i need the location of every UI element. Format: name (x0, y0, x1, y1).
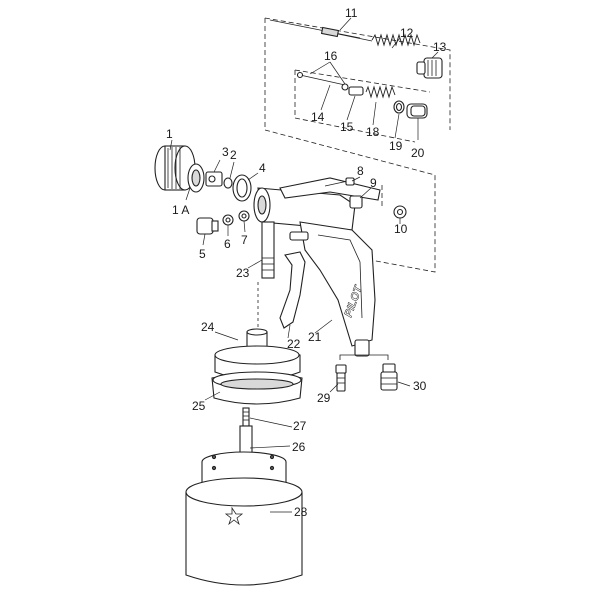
air-fittings (335, 354, 398, 392)
needle-assembly (269, 19, 443, 79)
callout-8: 8 (357, 164, 364, 178)
callout-16: 16 (324, 49, 338, 63)
callout-15: 15 (340, 120, 354, 134)
callout-2: 2 (230, 148, 237, 162)
callout-labels: 1 1 A 2 3 4 5 6 7 8 9 10 11 12 13 14 15 … (166, 6, 447, 519)
air-cap (154, 145, 196, 191)
callout-12: 12 (400, 26, 414, 40)
callout-11: 11 (345, 6, 358, 20)
cup-gasket (211, 371, 303, 405)
baffle-ring (232, 174, 252, 202)
assembly-boundary (264, 17, 451, 273)
callout-1: 1 (166, 127, 173, 141)
gun-body: PILOT (253, 177, 407, 357)
callout-3: 3 (222, 145, 229, 159)
needle-adjust-knob (416, 57, 443, 79)
callout-29: 29 (317, 391, 331, 405)
callout-26: 26 (292, 440, 306, 454)
fluid-nozzle (205, 171, 223, 187)
callout-1a: 1 A (172, 203, 189, 217)
callout-5: 5 (199, 247, 206, 261)
callout-10: 10 (394, 222, 408, 236)
callout-9: 9 (370, 176, 377, 190)
callout-20: 20 (411, 146, 425, 160)
callout-30: 30 (413, 379, 427, 393)
paint-cup (185, 451, 303, 586)
callout-6: 6 (224, 237, 231, 251)
fan-adjust-washer (238, 210, 250, 222)
callout-13: 13 (433, 40, 447, 54)
callout-22: 22 (287, 337, 301, 351)
callout-28: 28 (294, 505, 308, 519)
nozzle-washer (223, 177, 233, 189)
callout-4: 4 (259, 161, 266, 175)
air-valve-cap (406, 103, 428, 119)
leader-lines (169, 17, 439, 513)
callout-18: 18 (366, 125, 380, 139)
callout-14: 14 (311, 110, 325, 124)
fan-adjust-knob (196, 217, 219, 235)
trigger (279, 231, 309, 329)
callout-27: 27 (293, 419, 307, 433)
fan-adjust-spring (222, 214, 234, 226)
callout-21: 21 (308, 330, 322, 344)
callout-24: 24 (201, 320, 215, 334)
callout-25: 25 (192, 399, 206, 413)
callout-19: 19 (389, 139, 403, 153)
retaining-ring (187, 163, 205, 193)
callout-7: 7 (241, 233, 248, 247)
cup-lid (214, 282, 301, 381)
air-valve-assembly (296, 71, 428, 119)
callout-23: 23 (236, 266, 250, 280)
